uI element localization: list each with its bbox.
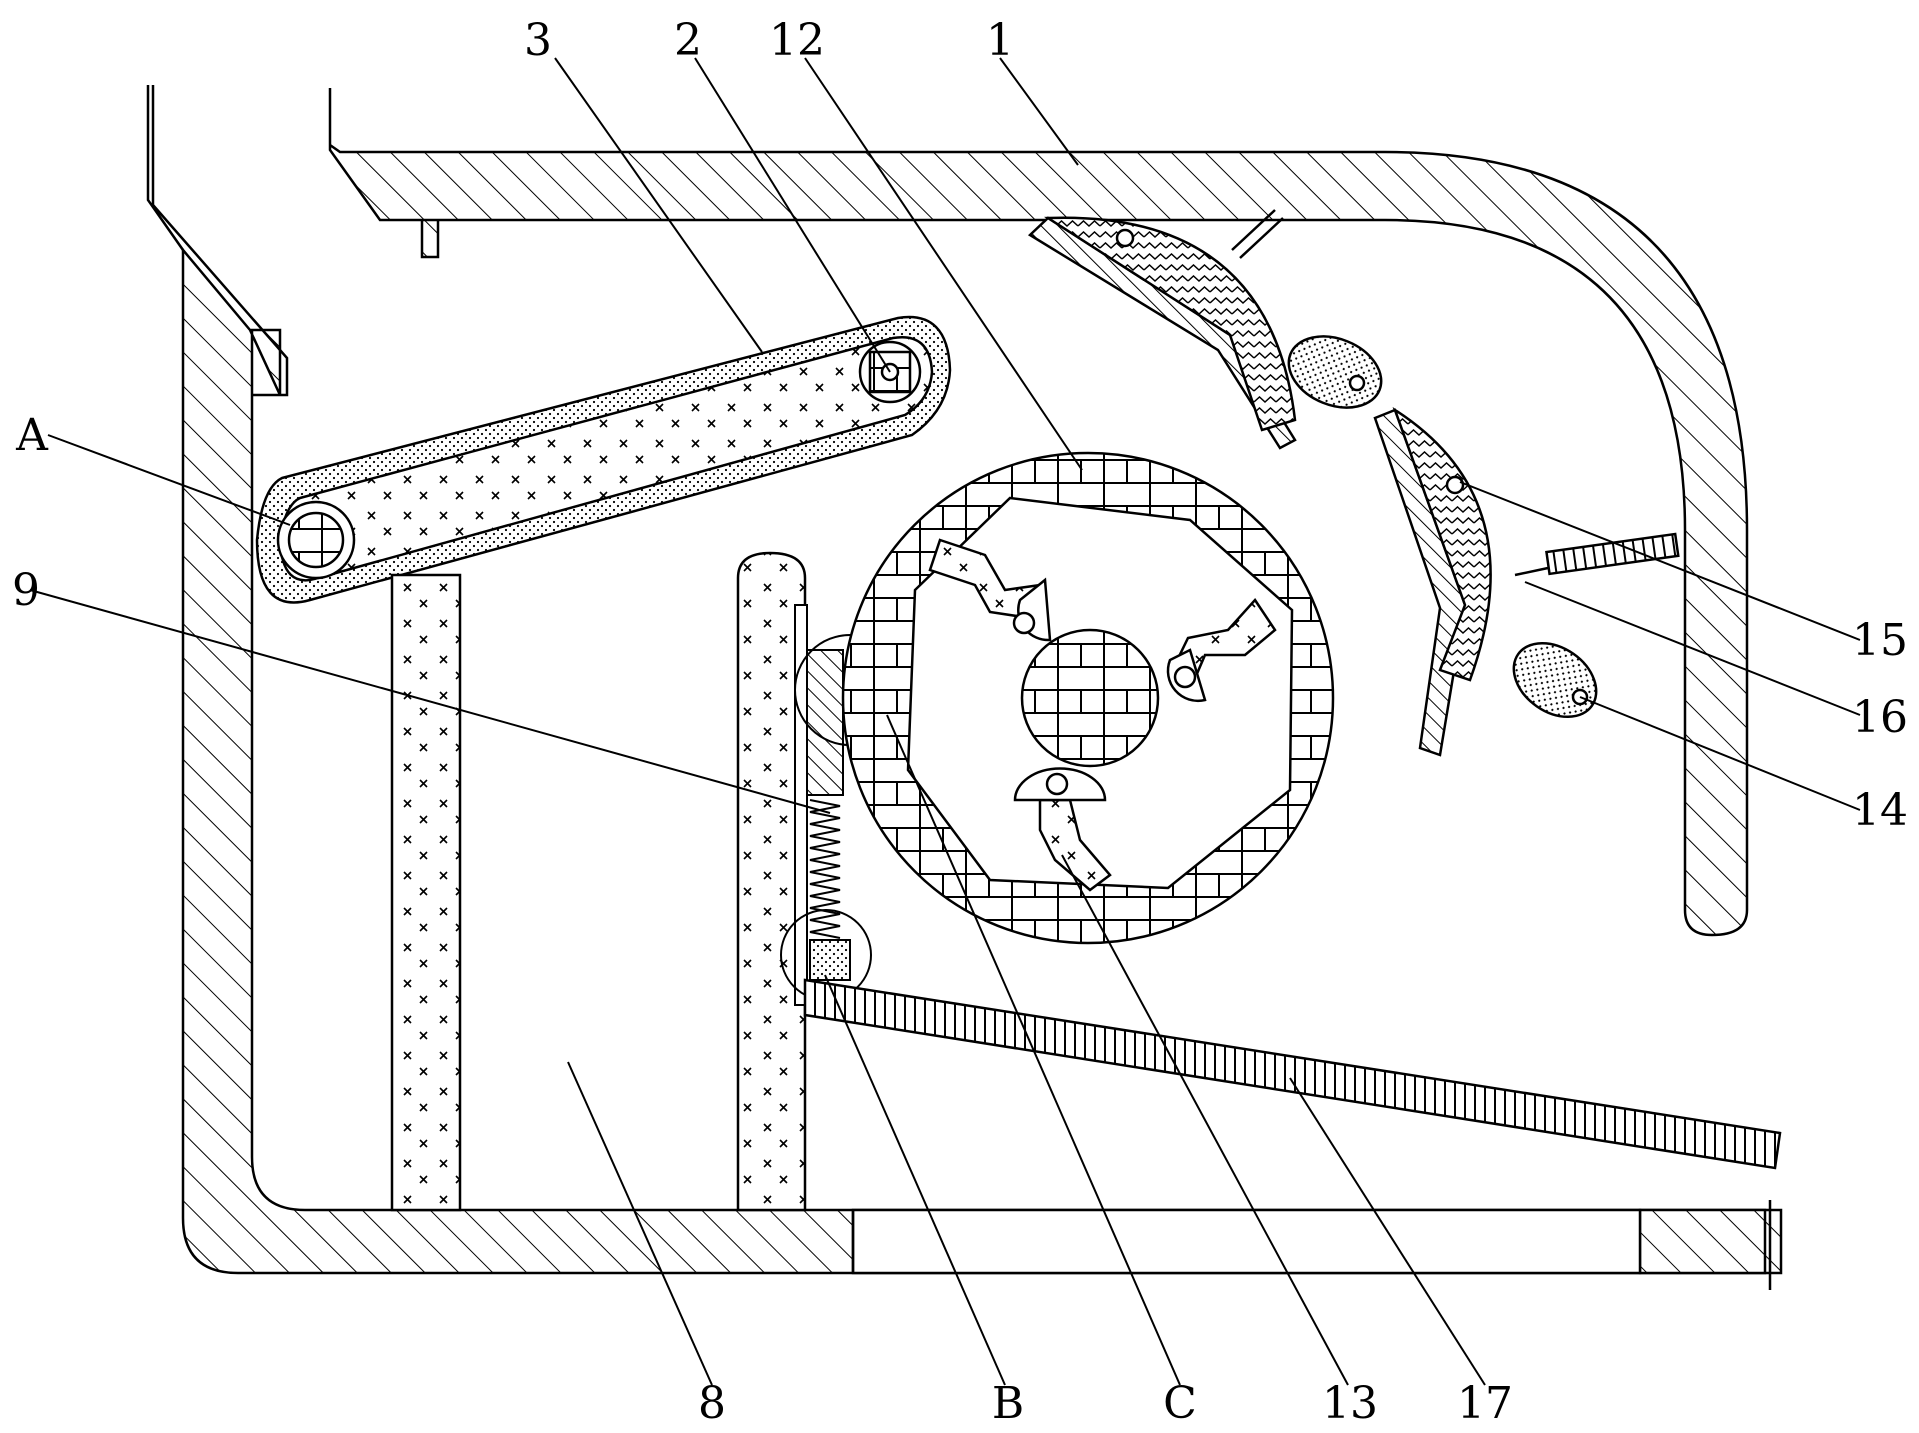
pod-14 [1512,641,1598,719]
label-2: 2 [674,15,702,66]
leader-B [824,974,1006,1386]
label-8: 8 [698,1378,726,1429]
base-plate [851,1208,1642,1275]
leader-C [886,714,1181,1386]
label-16: 16 [1852,692,1908,743]
leader-17 [1289,1077,1486,1386]
labels: 3 2 12 1 A 9 15 16 14 8 B C 13 17 [12,15,1908,1429]
label-C: C [1163,1378,1197,1429]
paddle-assembly-upper [1027,209,1297,450]
seed-pods [1287,335,1598,719]
label-B: B [992,1378,1024,1429]
label-9: 9 [12,565,40,616]
housing [146,85,1783,1290]
paddle-assembly-lower [1373,406,1680,757]
label-12: 12 [769,15,825,66]
leader-1 [999,57,1079,166]
leader-14 [1579,696,1861,811]
blade-3 [1038,798,1112,892]
columns [390,551,807,1212]
leader-15 [1459,481,1861,641]
leader-A [47,434,291,526]
label-A: A [15,410,49,461]
leader-9 [29,589,831,814]
label-13: 13 [1322,1378,1378,1429]
leader-3 [554,57,763,353]
outlet-block [1638,1208,1767,1275]
label-1: 1 [986,15,1014,66]
leader-12 [804,57,1083,471]
label-3: 3 [524,15,552,66]
spring-rod-16 [1545,532,1680,576]
leader-13 [1061,854,1349,1386]
left-support-column [390,573,462,1212]
rotor [841,451,1335,945]
outlet-ramp [803,978,1782,1170]
leader-2 [694,57,891,373]
spring-9 [809,799,841,939]
leader-lines [29,57,1861,1386]
conveyor [255,315,952,604]
housing-outer-wall [181,246,1783,1275]
label-17: 17 [1457,1378,1513,1429]
leader-16 [1524,581,1861,716]
rotor-hub [1020,628,1160,768]
leader-8 [567,1061,713,1386]
label-14: 14 [1852,785,1908,836]
middle-partition [736,551,807,1212]
label-15: 15 [1852,615,1908,666]
slider-block [806,649,844,796]
inlet-chute [146,85,289,397]
housing-top-wall [328,88,1749,937]
pod-upper [1287,335,1383,409]
